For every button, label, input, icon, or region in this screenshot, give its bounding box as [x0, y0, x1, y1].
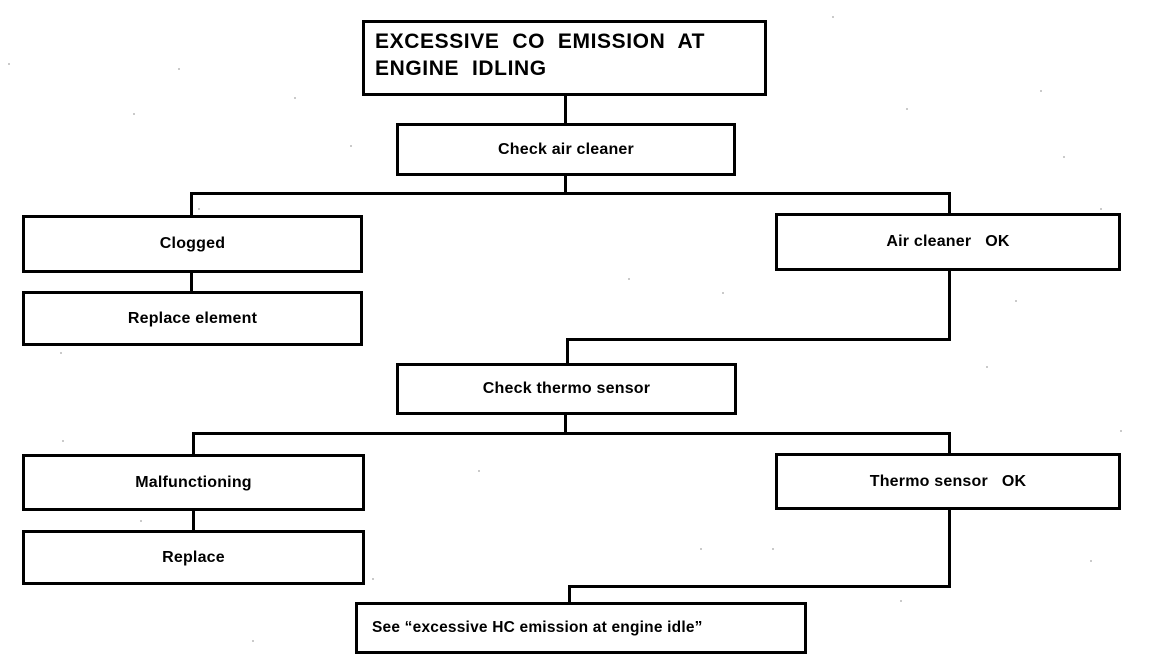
node-check-air-cleaner[interactable]: Check air cleaner	[396, 123, 736, 176]
node-excessive-co-emission-title: EXCESSIVE CO EMISSION AT ENGINE IDLING	[362, 20, 767, 96]
scan-speck	[8, 63, 10, 65]
scan-speck	[350, 145, 352, 147]
scan-speck	[700, 548, 702, 550]
node-malfunctioning[interactable]: Malfunctioning	[22, 454, 365, 511]
scan-speck	[1090, 560, 1092, 562]
node-check-thermo-sensor[interactable]: Check thermo sensor	[396, 363, 737, 415]
connector-malfunctioning-to-replace	[192, 510, 195, 530]
connector-thermo-split-right-drop	[948, 432, 951, 454]
scan-speck	[478, 470, 480, 472]
scan-speck	[1015, 300, 1017, 302]
scan-speck	[1040, 90, 1042, 92]
scan-speck	[628, 278, 630, 280]
scan-speck	[832, 16, 834, 18]
scan-speck	[772, 548, 774, 550]
scan-speck	[372, 578, 374, 580]
connector-clogged-to-replace-element	[190, 272, 193, 291]
connector-thermo-ok-drop	[948, 509, 951, 586]
node-thermo-sensor-ok[interactable]: Thermo sensor OK	[775, 453, 1121, 510]
scan-speck	[252, 640, 254, 642]
scan-speck	[198, 208, 200, 210]
scan-speck	[178, 68, 180, 70]
scan-speck	[140, 520, 142, 522]
connector-air-ok-drop	[948, 270, 951, 338]
scan-speck	[900, 600, 902, 602]
scan-speck	[1100, 208, 1102, 210]
connector-air-split-right-drop	[948, 192, 951, 214]
connector-thermo-ok-to-see-hc	[568, 585, 571, 604]
scan-speck	[1120, 430, 1122, 432]
scan-speck	[986, 366, 988, 368]
scan-speck	[60, 352, 62, 354]
connector-air-split-left-drop	[190, 192, 193, 215]
connector-air-ok-run-left	[566, 338, 951, 341]
scan-speck	[294, 97, 296, 99]
scan-speck	[906, 108, 908, 110]
connector-check-air-stem	[564, 175, 567, 192]
connector-check-thermo-stem	[564, 414, 567, 432]
node-air-cleaner-ok[interactable]: Air cleaner OK	[775, 213, 1121, 271]
scan-speck	[62, 440, 64, 442]
scan-speck	[133, 113, 135, 115]
node-see-hc-emission-reference[interactable]: See “excessive HC emission at engine idl…	[355, 602, 807, 654]
scan-speck	[722, 292, 724, 294]
node-replace-element[interactable]: Replace element	[22, 291, 363, 346]
connector-air-split-bar	[190, 192, 951, 195]
node-replace[interactable]: Replace	[22, 530, 365, 585]
node-clogged[interactable]: Clogged	[22, 215, 363, 273]
connector-thermo-split-bar	[192, 432, 951, 435]
scan-speck	[1063, 156, 1065, 158]
connector-root-to-check-air	[564, 95, 567, 123]
connector-thermo-split-left-drop	[192, 432, 195, 454]
connector-thermo-ok-run-left	[568, 585, 951, 588]
connector-air-ok-to-check-thermo	[566, 338, 569, 363]
